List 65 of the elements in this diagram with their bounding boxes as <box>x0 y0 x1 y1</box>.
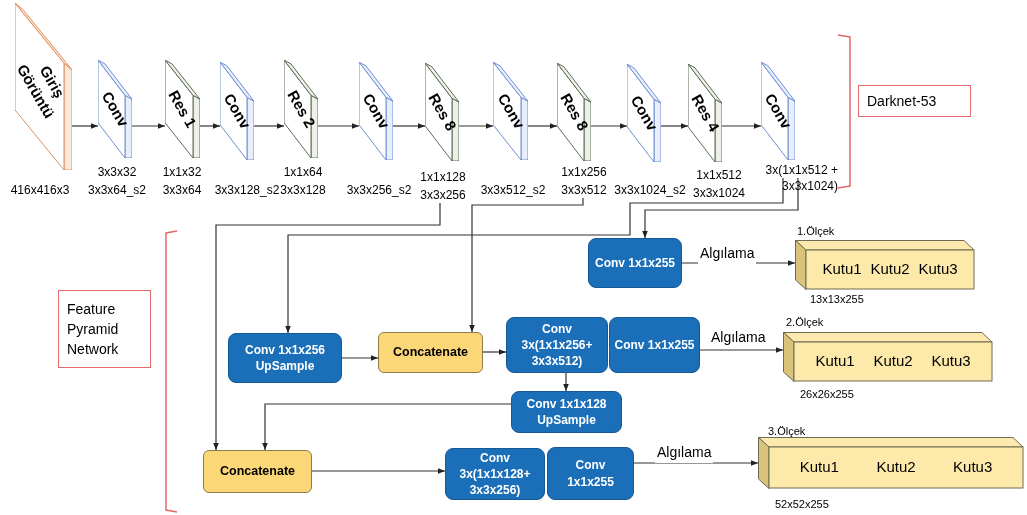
arrow <box>642 177 799 239</box>
arrow <box>285 177 784 334</box>
section-label-box: Feature Pyramid Network <box>58 290 151 368</box>
dimension-label: 2.Ölçek <box>786 315 825 330</box>
dimension-label: 3x3x512_s2 <box>479 182 547 199</box>
box-label: Kutu3 <box>953 457 993 478</box>
concatenate-block: Concatenate <box>378 332 483 373</box>
arrow <box>633 460 759 466</box>
dimension-label: 52x52x255 <box>775 497 830 512</box>
arrow <box>131 123 166 129</box>
dimension-label: 1x1x512 <box>695 167 743 184</box>
dimension-label: 3x3x64_s2 <box>86 182 147 199</box>
arrow <box>71 123 99 129</box>
dimension-label: 3x3x1024_s2 <box>613 182 687 199</box>
arrow <box>527 123 558 129</box>
dimension-label: 3x3x128_s2 <box>213 182 281 199</box>
arrow <box>392 123 426 129</box>
arrow <box>199 123 221 129</box>
dimension-label: 3.Ölçek <box>768 424 807 439</box>
arrow <box>721 123 762 129</box>
dimension-label: 3x3x32 <box>96 164 138 181</box>
arrow <box>262 403 512 451</box>
arrow <box>699 347 784 353</box>
arrow <box>482 349 507 355</box>
arrow <box>213 202 441 451</box>
conv-block: Conv 1x1x256 UpSample <box>228 333 342 383</box>
dimension-label: 1.Ölçek <box>797 224 836 239</box>
dimension-label: 1x1x32 <box>161 164 203 181</box>
conv-block: Conv 1x1x255 <box>609 317 700 373</box>
arrow <box>590 123 628 129</box>
box-label: Kutu1 <box>799 457 839 478</box>
arrow <box>311 468 446 474</box>
conv-block: Conv 1x1x255 <box>588 238 682 288</box>
arrow <box>341 355 379 361</box>
dimension-label: 13x13x255 <box>810 292 865 307</box>
box-label: Kutu2 <box>876 457 916 478</box>
box-label: Kutu1 <box>822 259 862 280</box>
arrow <box>563 372 569 392</box>
arrow <box>660 123 689 129</box>
box-label: Kutu2 <box>870 259 910 280</box>
dimension-label: 26x26x255 <box>800 387 855 402</box>
dimension-label: 3x3x256 <box>419 187 467 204</box>
dimension-label: 3x3x64 <box>161 182 203 199</box>
box-label: Kutu3 <box>931 351 971 372</box>
box-label: Kutu2 <box>873 351 913 372</box>
arrow <box>469 197 584 333</box>
dimension-label: 3x3x256_s2 <box>345 182 413 199</box>
conv-block: Conv 1x1x255 <box>547 447 634 500</box>
section-label-box: Darknet-53 <box>858 85 971 117</box>
box-label: Kutu1 <box>815 351 855 372</box>
box-label: Kutu3 <box>918 259 958 280</box>
dimension-label: 416x416x3 <box>9 182 71 199</box>
conv-block: Conv 1x1x128 UpSample <box>511 391 622 433</box>
dimension-label: 3x(1x1x512 + 3x3x1024) <box>764 162 838 195</box>
dimension-label: 1x1x128 <box>419 169 467 186</box>
dimension-label: 1x1x256 <box>560 164 608 181</box>
arrow <box>317 123 360 129</box>
arrow <box>253 123 285 129</box>
concatenate-block: Concatenate <box>203 450 312 493</box>
conv-block: Conv 3x(1x1x128+ 3x3x256) <box>445 448 545 500</box>
conv-block: Conv 3x(1x1x256+ 3x3x512) <box>506 317 608 373</box>
dimension-label: 3x3x1024 <box>691 185 746 202</box>
arrow <box>458 123 494 129</box>
dimension-label: 3x3x512 <box>560 182 608 199</box>
dimension-label: 1x1x64 <box>282 164 324 181</box>
